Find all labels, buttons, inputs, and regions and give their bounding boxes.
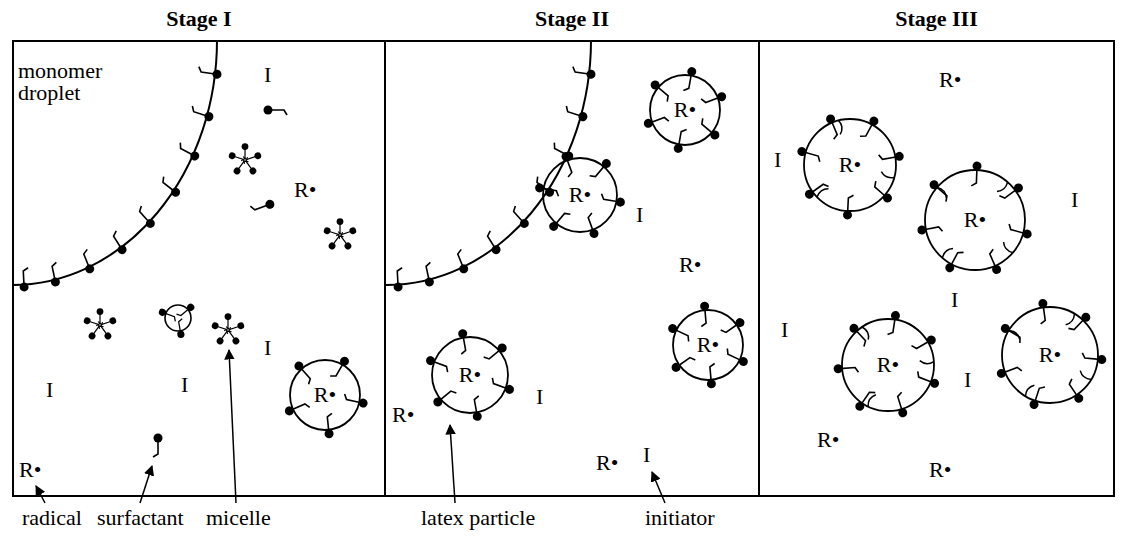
- radical-symbol: R•: [459, 364, 481, 386]
- latex-particle: R•: [842, 319, 934, 411]
- radical-symbol: R•: [569, 184, 591, 206]
- species-symbol: R•: [19, 458, 41, 482]
- legend-caption: initiator: [645, 506, 715, 530]
- stage-heading: Stage II: [386, 6, 758, 32]
- micelle: [228, 143, 262, 176]
- latex-particle: R•: [290, 360, 360, 430]
- radical-symbol: R•: [314, 384, 336, 406]
- stage-panel: Stage IIR•R•R•R•: [386, 40, 760, 497]
- species-symbol: I: [264, 63, 271, 87]
- latex-particle: R•: [804, 119, 896, 211]
- radical-symbol: R•: [839, 154, 861, 176]
- latex-particle: R•: [432, 337, 508, 413]
- species-symbol: I: [951, 288, 958, 312]
- species-symbol: I: [636, 203, 643, 227]
- droplet-label: monomer droplet: [18, 60, 118, 104]
- micelle: [323, 218, 357, 251]
- stage-heading: Stage III: [760, 6, 1113, 32]
- species-symbol: I: [1071, 188, 1078, 212]
- leader-lines: [36, 350, 665, 503]
- radical-symbol: R•: [964, 209, 986, 231]
- surfactant-molecule: [264, 106, 288, 116]
- species-symbol: I: [181, 373, 188, 397]
- radical-symbol: R•: [1039, 344, 1061, 366]
- species-symbol: I: [536, 385, 543, 409]
- species-symbol: R•: [929, 458, 951, 482]
- latex-particle: R•: [925, 170, 1025, 270]
- micelle: [211, 313, 245, 346]
- monomer-droplet: [386, 40, 596, 292]
- latex-particle: R•: [673, 310, 743, 380]
- latex-particle: R•: [543, 158, 617, 232]
- monomer-droplet: [12, 40, 222, 292]
- species-symbol: I: [964, 368, 971, 392]
- species-symbol: R•: [392, 403, 414, 427]
- species-symbol: I: [264, 336, 271, 360]
- swollen-micelle: [158, 302, 196, 339]
- surfactant-molecule: [250, 198, 275, 215]
- species-symbol: R•: [939, 68, 961, 92]
- species-symbol: R•: [294, 178, 316, 202]
- legend-caption: micelle: [206, 506, 271, 530]
- species-symbol: I: [643, 443, 650, 467]
- micelle: [83, 308, 117, 341]
- surfactant-molecule: [153, 434, 163, 458]
- species-symbol: R•: [679, 253, 701, 277]
- radical-symbol: R•: [877, 354, 899, 376]
- legend-caption: radical: [22, 506, 82, 530]
- radical-symbol: R•: [674, 99, 696, 121]
- species-symbol: I: [46, 378, 53, 402]
- legend-caption: surfactant: [97, 506, 184, 530]
- species-symbol: R•: [817, 428, 839, 452]
- stage-heading: Stage I: [14, 6, 384, 32]
- species-symbol: R•: [596, 451, 618, 475]
- radical-symbol: R•: [697, 334, 719, 356]
- latex-particle: R•: [650, 75, 720, 145]
- legend-caption: latex particle: [421, 506, 535, 530]
- stage-panel: Stage IR•: [12, 40, 386, 497]
- latex-particle: R•: [1002, 307, 1098, 403]
- stage-panel: Stage IIIR•R•R•R•: [760, 40, 1115, 497]
- species-symbol: I: [774, 148, 781, 172]
- species-symbol: I: [781, 318, 788, 342]
